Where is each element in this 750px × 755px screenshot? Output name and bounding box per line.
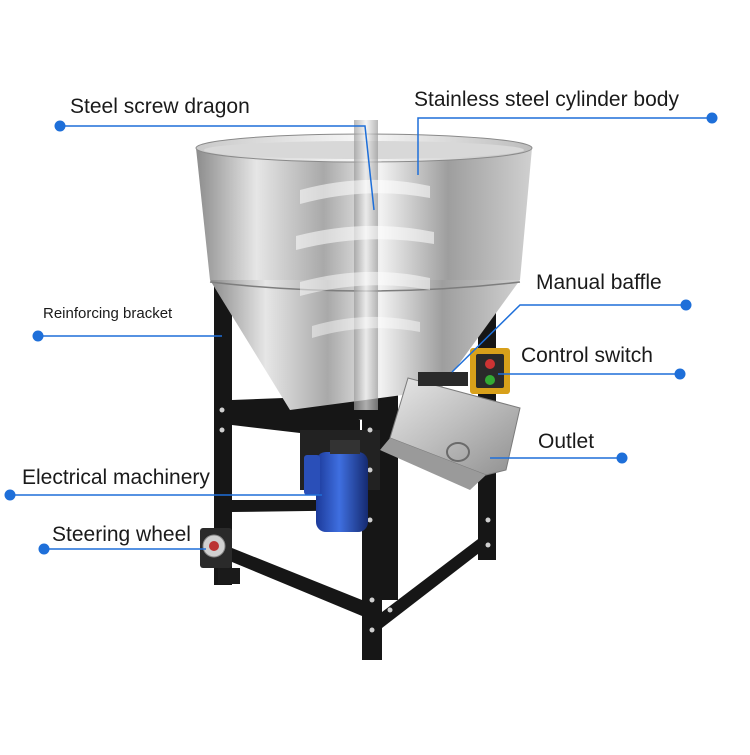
label-steel-screw-dragon: Steel screw dragon bbox=[70, 95, 250, 118]
electric-motor bbox=[304, 440, 368, 532]
label-steering-wheel: Steering wheel bbox=[52, 523, 191, 546]
callout-dots bbox=[4, 112, 718, 555]
steering-wheel-caster bbox=[200, 528, 240, 584]
outlet-chute bbox=[380, 372, 521, 490]
label-manual-baffle: Manual baffle bbox=[536, 271, 662, 294]
label-stainless-steel-cylinder-body: Stainless steel cylinder body bbox=[414, 88, 679, 111]
label-outlet: Outlet bbox=[538, 430, 595, 453]
label-control-switch: Control switch bbox=[521, 344, 653, 367]
label-electrical-machinery: Electrical machinery bbox=[22, 466, 210, 489]
callout-lines bbox=[10, 117, 712, 550]
control-switch-box bbox=[470, 348, 510, 394]
screw-auger bbox=[296, 120, 434, 410]
bolt-dots bbox=[219, 407, 491, 633]
label-reinforcing-bracket: Reinforcing bracket bbox=[43, 305, 173, 322]
